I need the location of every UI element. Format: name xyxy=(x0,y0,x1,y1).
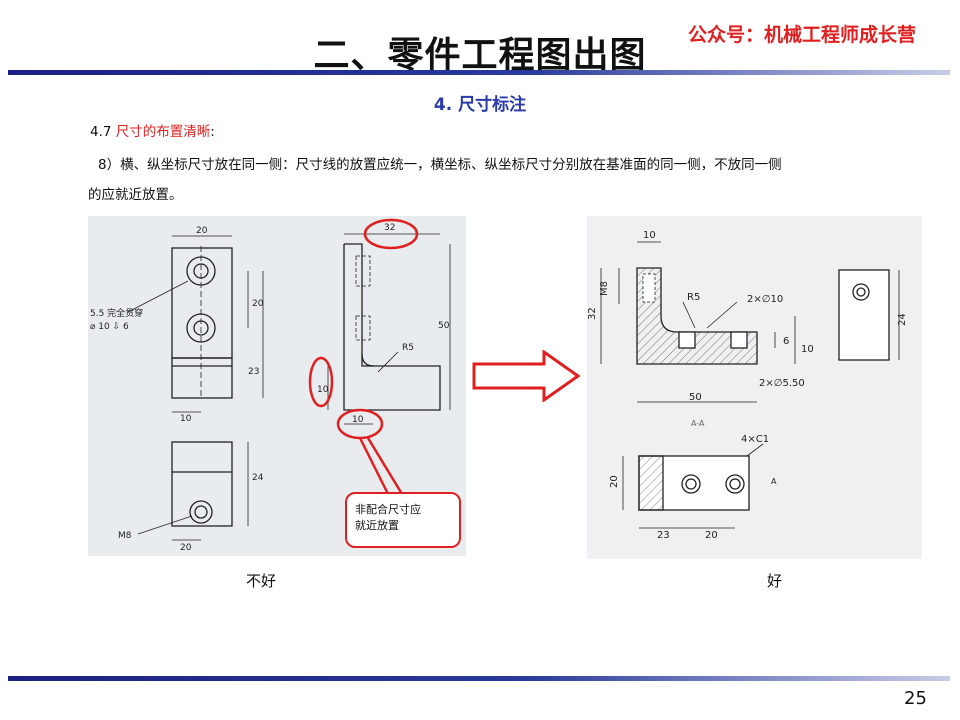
good-dim-height-32: 32 xyxy=(587,307,598,320)
rule-index-colon: : xyxy=(210,124,215,140)
bad-dim-spacing-20: 20 xyxy=(252,299,264,309)
good-chamfer-label: 4×C1 xyxy=(741,434,769,445)
bad-dim-top-width: 20 xyxy=(196,226,208,236)
good-dim-radius: R5 xyxy=(687,292,700,303)
rule-text-line-2: 的应就近放置。 xyxy=(88,187,183,203)
footer-divider xyxy=(8,676,950,681)
bad-dim-24: 24 xyxy=(252,473,264,483)
good-drawing-svg: 10 M8 32 R5 2×∅10 6 10 2×∅5.50 50 A-A 4×… xyxy=(587,230,908,541)
page-number: 25 xyxy=(904,688,927,709)
bad-dim-bottom-20: 20 xyxy=(180,543,192,553)
rule-index-line: 4.7 尺寸的布置清晰: xyxy=(90,120,215,140)
callout-box: 非配合尺寸应 就近放置 xyxy=(345,492,461,548)
right-arrow-icon xyxy=(472,350,581,402)
header-divider xyxy=(8,70,950,75)
highlight-circle-top xyxy=(363,218,419,250)
good-dim-holes-5-50: 2×∅5.50 xyxy=(759,378,805,389)
good-example-drawing: 10 M8 32 R5 2×∅10 6 10 2×∅5.50 50 A-A 4×… xyxy=(587,216,922,559)
bad-dim-height-23: 23 xyxy=(248,367,259,377)
bad-hole-note-1: 5.5 完全贯穿 xyxy=(90,307,143,319)
good-example-caption: 好 xyxy=(767,572,783,590)
rule-index-number: 4.7 xyxy=(90,124,112,140)
good-section-label: A-A xyxy=(691,419,705,428)
good-thread-label: M8 xyxy=(599,281,610,296)
good-dim-top-10: 10 xyxy=(643,230,656,241)
page-title: 二、零件工程图出图 xyxy=(313,35,647,76)
bad-dim-radius: R5 xyxy=(402,343,414,353)
good-dim-side-24: 24 xyxy=(897,313,908,326)
bad-drawing-svg: 20 5.5 完全贯穿 ⌀ 10 ⇩ 6 20 23 10 32 50 R5 1… xyxy=(90,218,451,553)
good-dim-plan-20: 20 xyxy=(609,475,620,488)
rule-index-label: 尺寸的布置清晰 xyxy=(115,124,211,140)
bad-dim-10-bottom: 10 xyxy=(352,415,364,425)
bad-hole-note-2: ⌀ 10 ⇩ 6 xyxy=(90,322,129,332)
callout-leader-2 xyxy=(366,437,404,495)
good-arrow-a-label: A xyxy=(771,477,777,486)
callout-leader-1 xyxy=(358,437,390,495)
bad-dim-10-left: 10 xyxy=(317,385,329,395)
callout-line-2: 就近放置 xyxy=(355,519,399,532)
highlight-circle-left xyxy=(308,356,334,408)
bad-dim-32: 32 xyxy=(384,223,395,233)
good-dim-plan-23: 23 xyxy=(657,530,670,541)
good-dim-6: 6 xyxy=(783,336,789,347)
bad-thread-label: M8 xyxy=(118,531,132,541)
good-dim-10: 10 xyxy=(801,344,814,355)
rule-text-line-1: 8）横、纵坐标尺寸放在同一侧：尺寸线的放置应统一，横坐标、纵坐标尺寸分别放在基准… xyxy=(98,157,782,173)
good-dim-holes-10: 2×∅10 xyxy=(747,294,783,305)
bad-dim-50: 50 xyxy=(438,321,450,331)
section-title: 4. 尺寸标注 xyxy=(433,95,527,115)
watermark-text: 公众号：机械工程师成长营 xyxy=(688,24,917,46)
good-dim-plan-20b: 20 xyxy=(705,530,718,541)
bad-example-caption: 不好 xyxy=(246,572,277,590)
bad-dim-bottom-10: 10 xyxy=(180,414,192,424)
callout-line-1: 非配合尺寸应 xyxy=(355,503,421,516)
good-dim-width-50: 50 xyxy=(689,392,702,403)
